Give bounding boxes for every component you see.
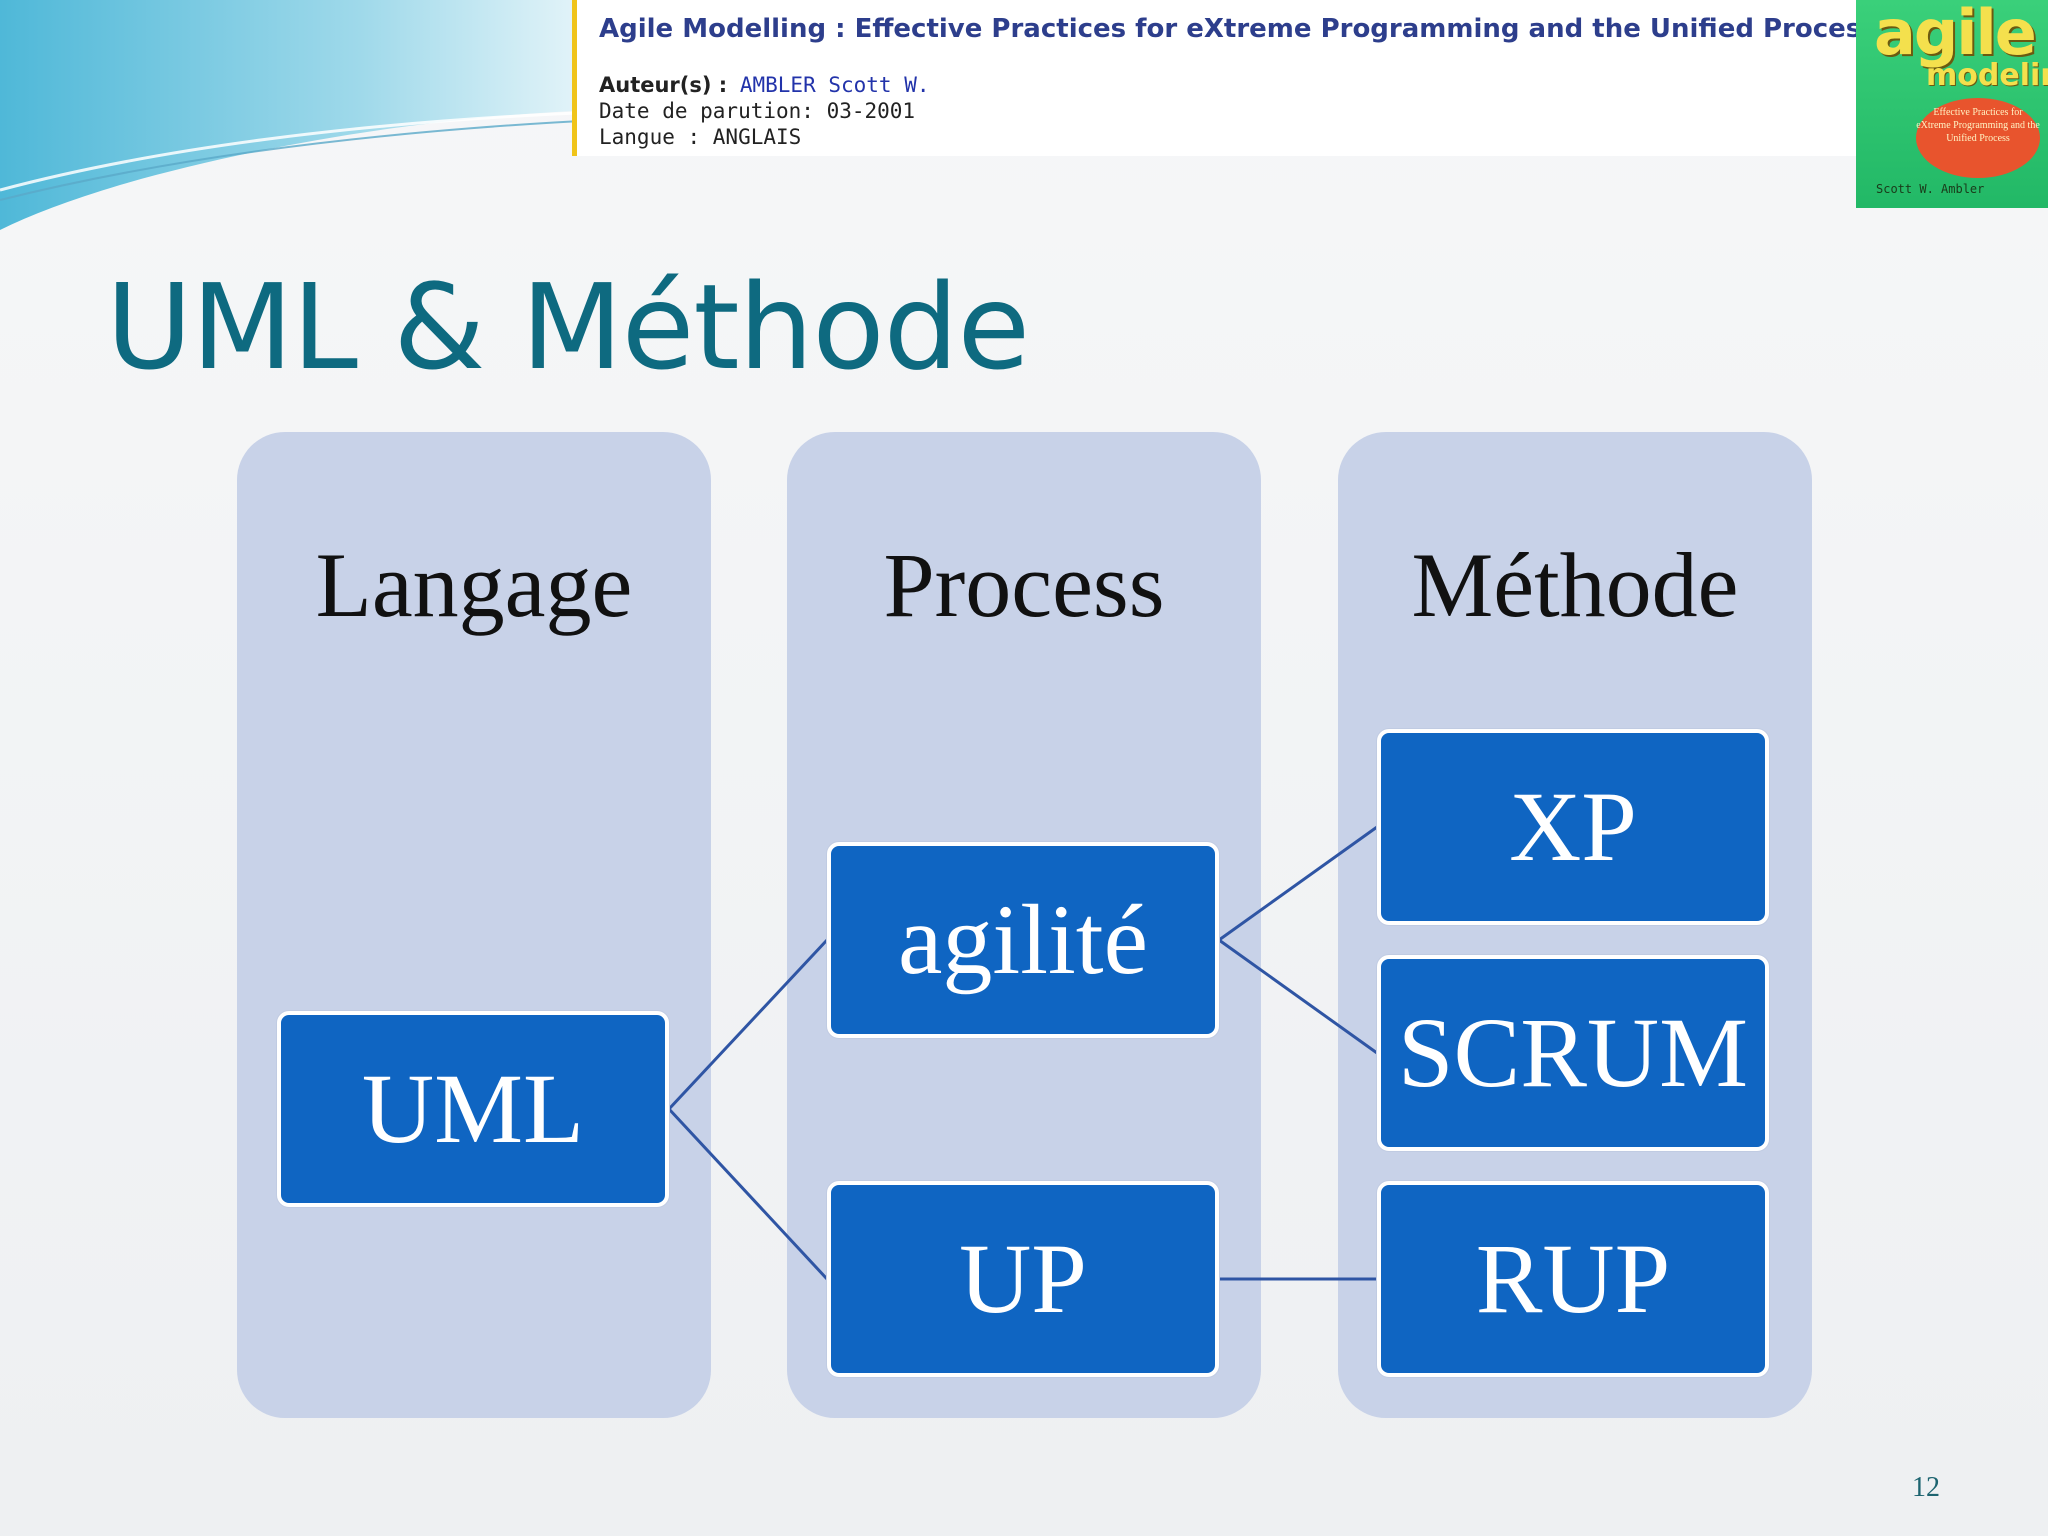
node-xp-label: XP	[1509, 771, 1637, 882]
book-cover-image: agile modeling Effective Practices for e…	[1856, 0, 2048, 208]
author-label: Auteur(s) :	[599, 73, 728, 97]
node-up-label: UP	[959, 1223, 1087, 1334]
node-agilite: agilité	[827, 842, 1219, 1038]
node-uml: UML	[277, 1011, 669, 1207]
book-language: Langue : ANGLAIS	[599, 125, 802, 149]
book-metadata: Auteur(s) : AMBLER Scott W. Date de paru…	[599, 72, 930, 150]
author-value: AMBLER Scott W.	[739, 73, 930, 97]
column-heading-process: Process	[883, 534, 1165, 636]
book-date: Date de parution: 03-2001	[599, 99, 916, 123]
cover-title-agile: agile	[1874, 0, 2037, 69]
cover-oval	[1916, 98, 2040, 178]
decorative-wave	[0, 0, 600, 230]
column-heading-methode: Méthode	[1411, 534, 1739, 636]
book-info-strip: Agile Modelling : Effective Practices fo…	[572, 0, 1877, 156]
node-agilite-label: agilité	[898, 884, 1148, 995]
page-number: 12	[1912, 1472, 1940, 1503]
column-heading-langage: Langage	[315, 534, 633, 636]
node-up: UP	[827, 1181, 1219, 1377]
node-scrum-label: SCRUM	[1397, 997, 1749, 1108]
node-scrum: SCRUM	[1377, 955, 1769, 1151]
node-rup: RUP	[1377, 1181, 1769, 1377]
column-langage: Langage	[237, 432, 711, 1418]
cover-title-modeling: modeling	[1926, 58, 2048, 93]
book-author-row: Auteur(s) : AMBLER Scott W.	[599, 72, 930, 98]
node-rup-label: RUP	[1475, 1223, 1671, 1334]
node-xp: XP	[1377, 729, 1769, 925]
node-uml-label: UML	[361, 1053, 585, 1164]
cover-author: Scott W. Ambler	[1876, 182, 1985, 196]
cover-subtitle: Effective Practices for eXtreme Programm…	[1916, 107, 2040, 144]
book-title: Agile Modelling : Effective Practices fo…	[599, 14, 1877, 44]
slide-title: UML & Méthode	[106, 258, 1030, 396]
